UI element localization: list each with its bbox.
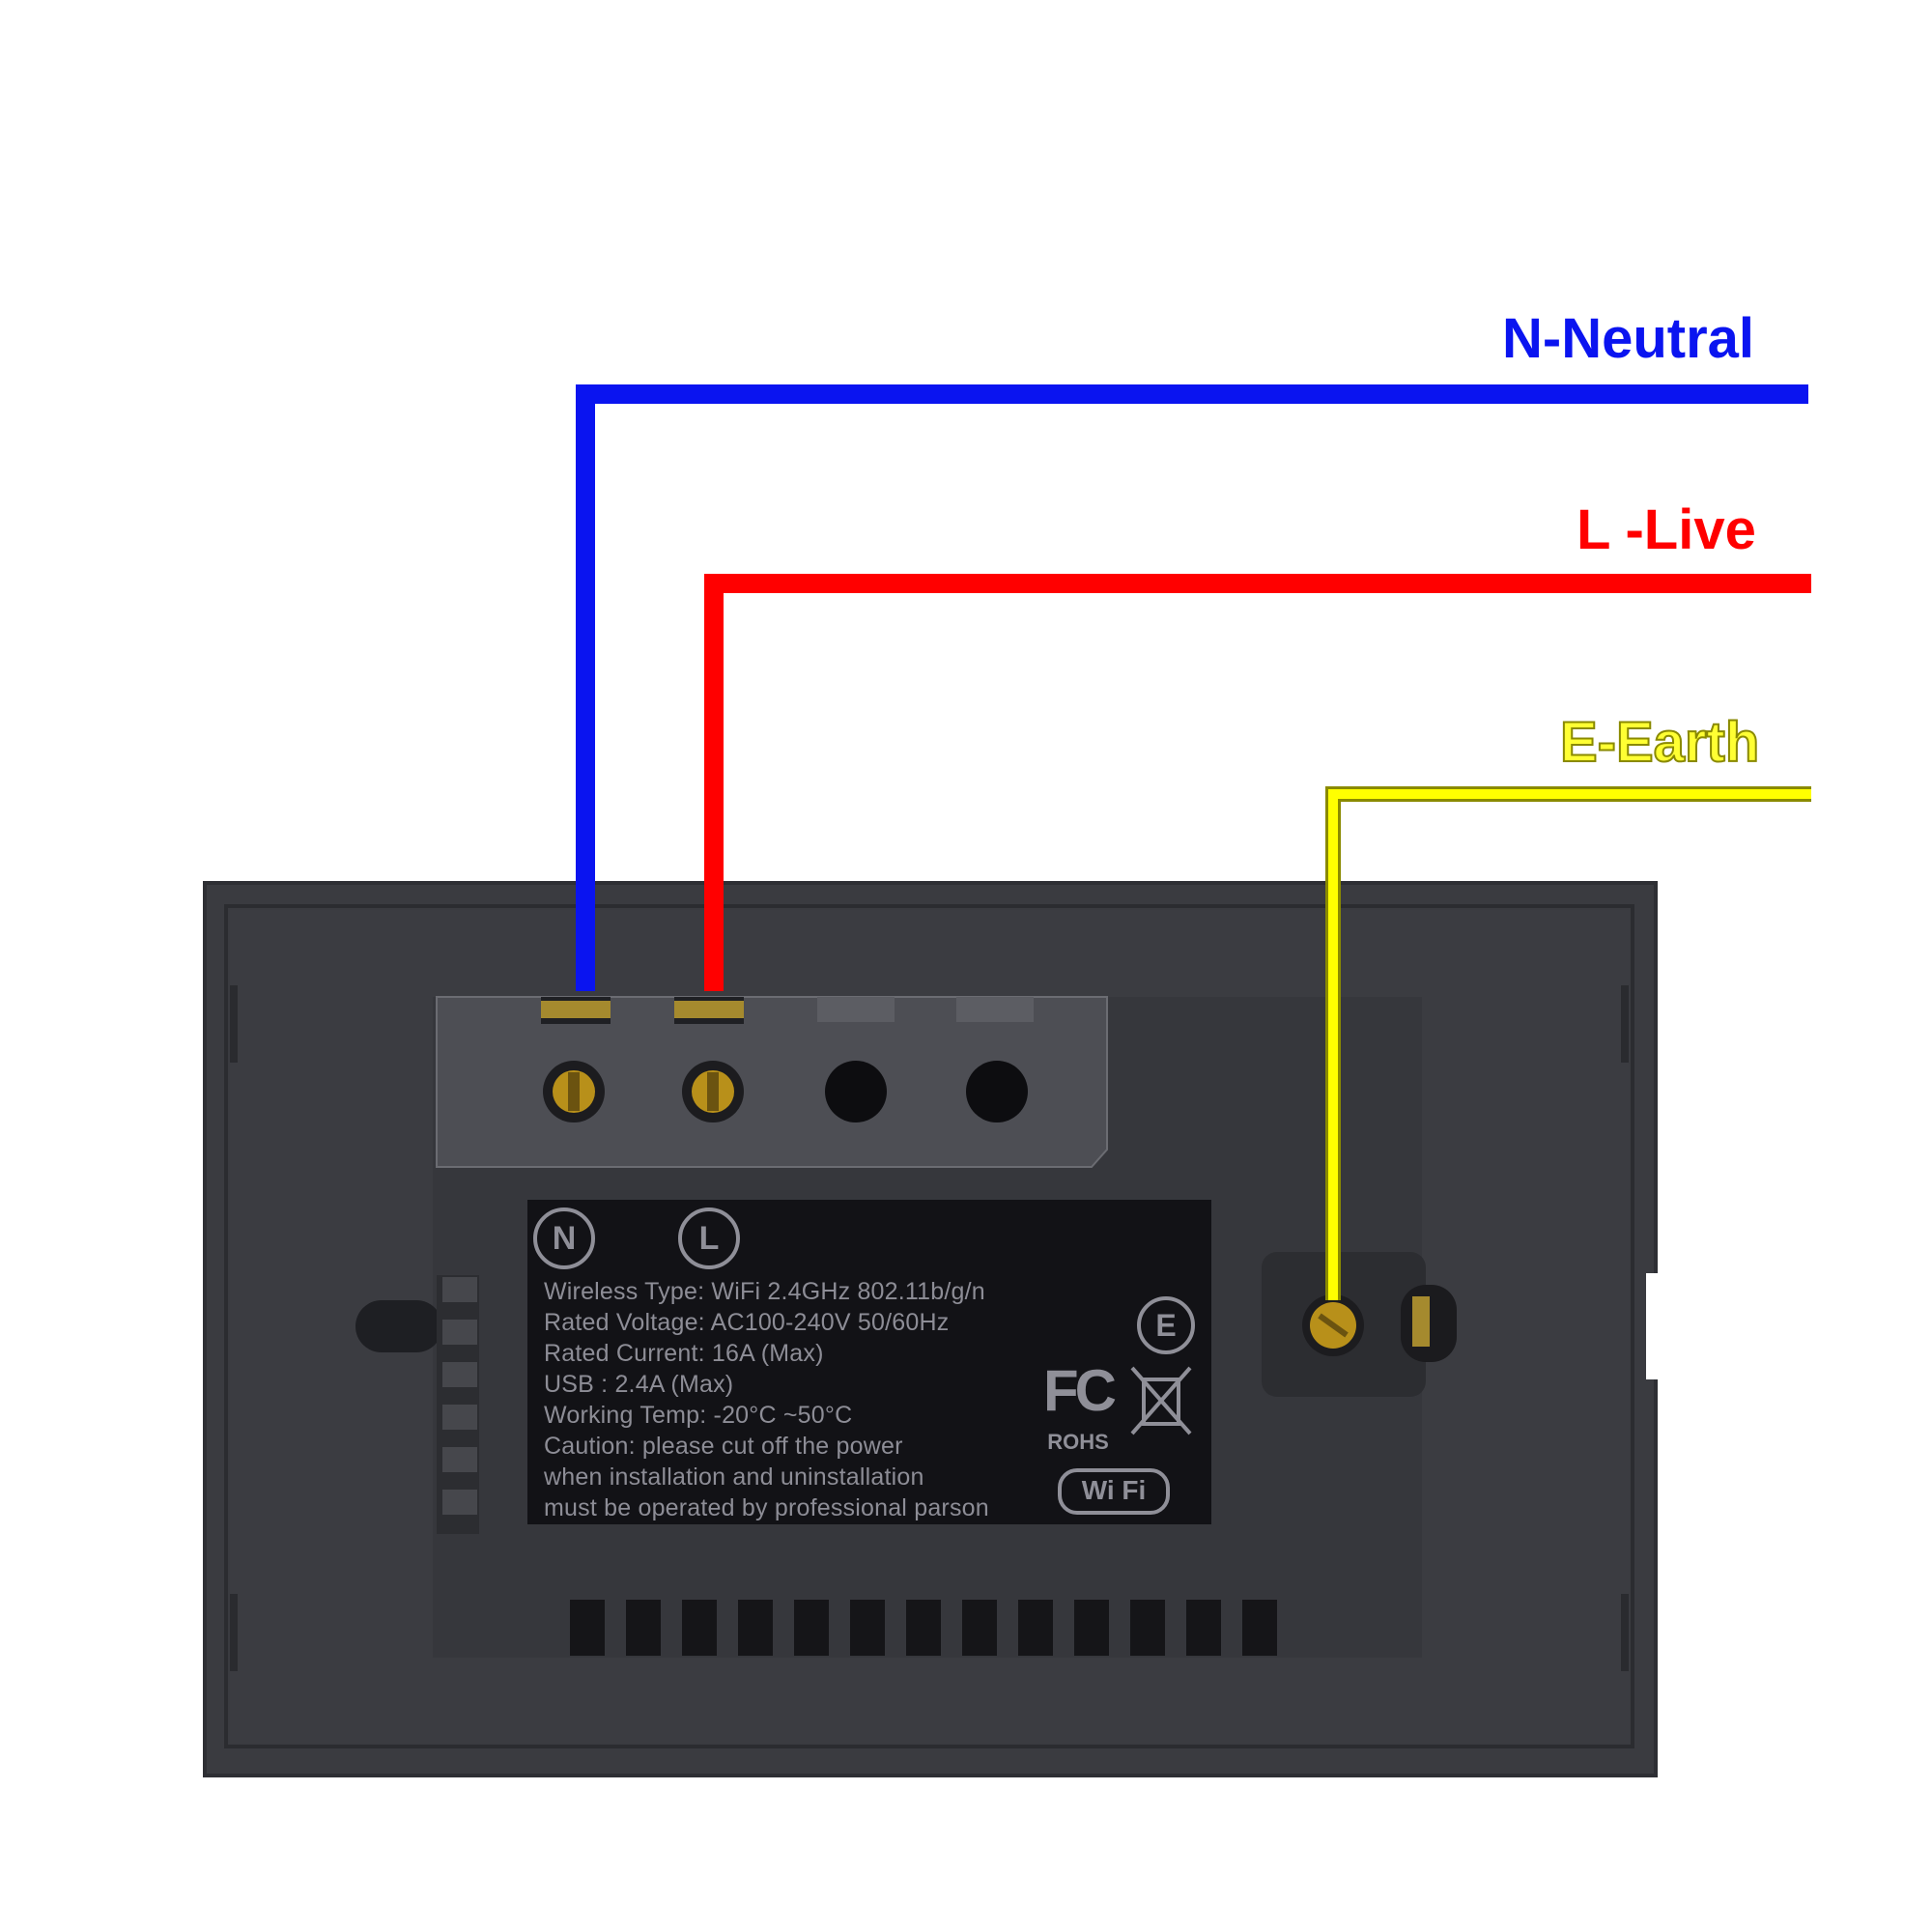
- spec-line: Rated Voltage: AC100-240V 50/60Hz: [544, 1309, 950, 1336]
- spec-line: USB : 2.4A (Max): [544, 1371, 734, 1398]
- spec-label-panel: [527, 1200, 1211, 1524]
- spec-line: must be operated by professional parson: [544, 1494, 989, 1521]
- earth-terminal-screw: [1302, 1294, 1364, 1356]
- neutral-wire: [576, 384, 1808, 991]
- live-terminal-screw: [682, 1061, 744, 1122]
- live-wire-label: L -Live: [1577, 498, 1756, 561]
- spare-terminal-hole: [825, 1061, 887, 1122]
- spec-line: Caution: please cut off the power: [544, 1433, 903, 1460]
- neutral-terminal-mark: N: [552, 1220, 577, 1257]
- bottom-vents: [570, 1600, 1277, 1656]
- side-clip: [355, 1275, 479, 1534]
- spec-line: Rated Current: 16A (Max): [544, 1340, 824, 1367]
- spec-line: when installation and uninstallation: [544, 1463, 924, 1491]
- earth-wire-label: E-Earth: [1559, 711, 1760, 774]
- spare-terminal-hole: [966, 1061, 1028, 1122]
- live-wire: [704, 574, 1811, 991]
- neutral-wire-label: N-Neutral: [1502, 307, 1755, 370]
- fcc-mark: FC: [1043, 1358, 1117, 1423]
- neutral-terminal-screw: [543, 1061, 605, 1122]
- spec-line: Working Temp: -20°C ~50°C: [544, 1402, 853, 1429]
- earth-wire: [1325, 786, 1811, 1300]
- live-terminal-mark: L: [698, 1220, 720, 1257]
- wifi-mark: Wi Fi: [1081, 1475, 1147, 1505]
- weee-bin-icon: [1130, 1366, 1192, 1435]
- terminal-block: [436, 996, 1108, 1168]
- earth-terminal-mark: E: [1155, 1308, 1177, 1343]
- rohs-mark: ROHS: [1047, 1430, 1109, 1454]
- spec-line: Wireless Type: WiFi 2.4GHz 802.11b/g/n: [544, 1278, 985, 1305]
